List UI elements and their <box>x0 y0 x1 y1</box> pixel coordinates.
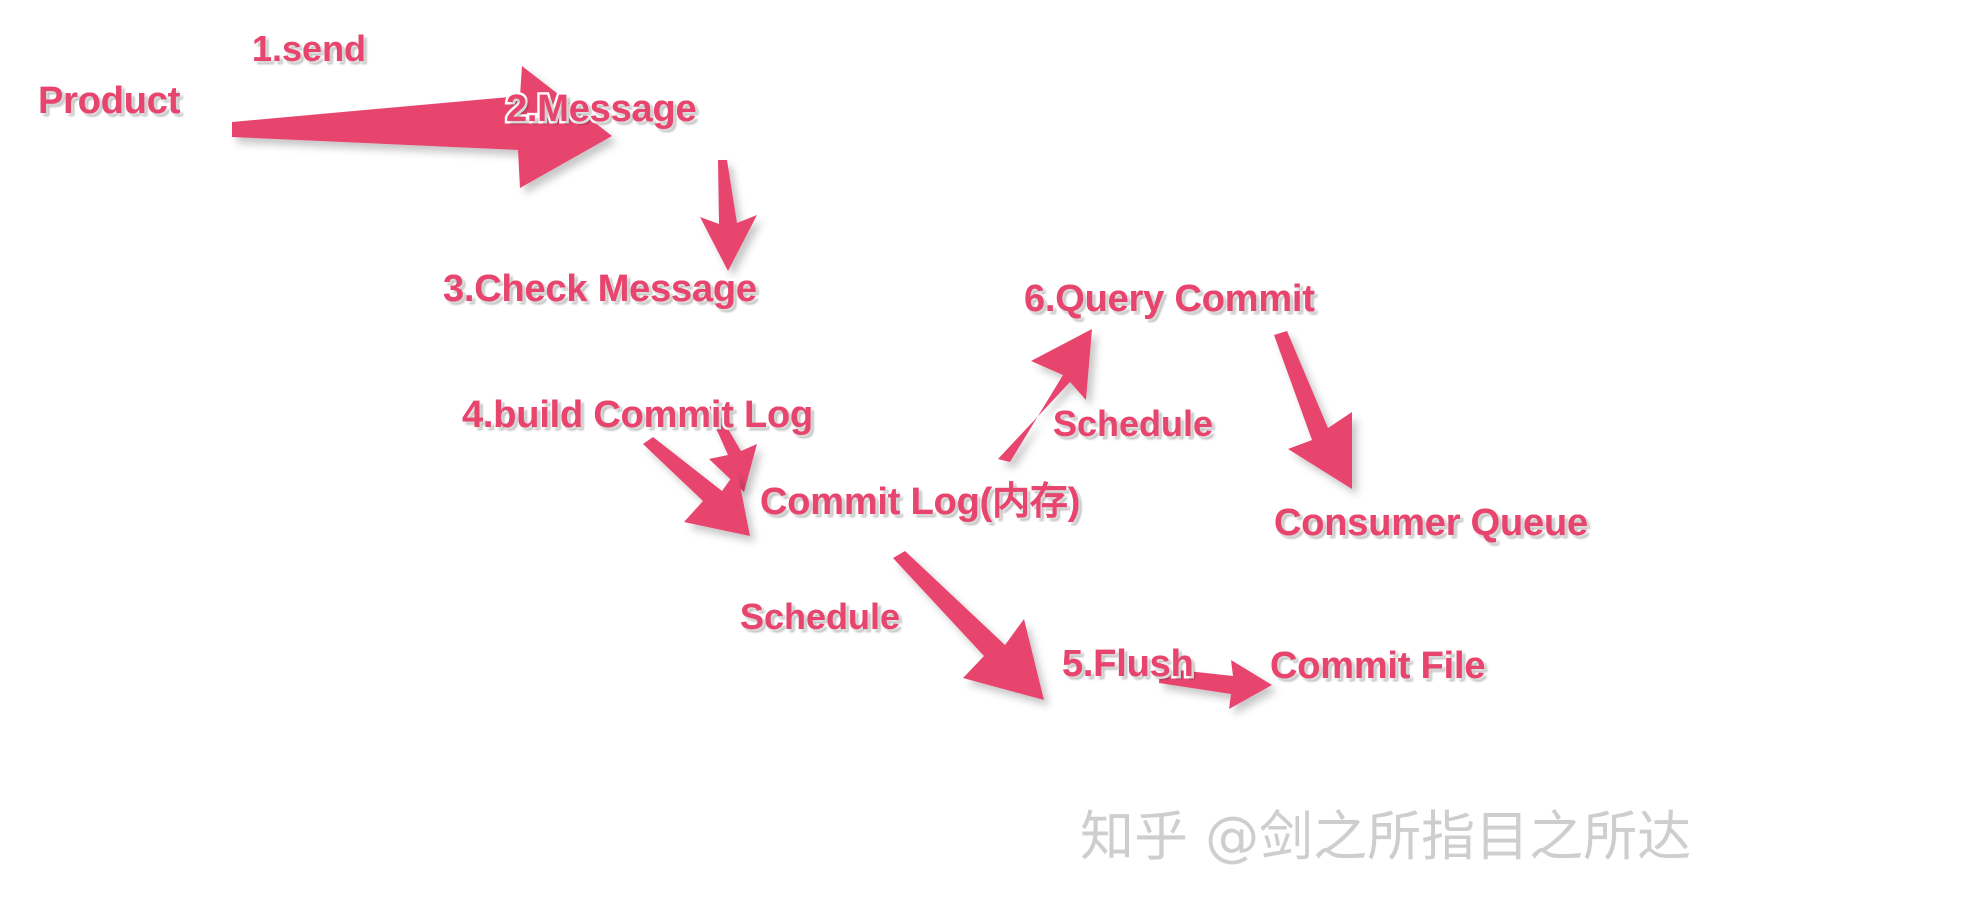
edge-label-schedule-query: Schedule <box>1050 403 1215 444</box>
edge-label-send: 1.send <box>249 28 368 69</box>
node-message: 2.Message <box>503 88 699 131</box>
node-product: Product <box>35 80 182 123</box>
edge-build-to-commitlog-arrow <box>643 437 750 536</box>
edge-querycommit-to-consumer-arrow <box>1274 331 1352 489</box>
node-commit-log-memory: Commit Log(内存) <box>757 481 1082 524</box>
edge-message-to-check-arrow <box>700 160 757 271</box>
node-flush: 5.Flush <box>1060 643 1197 686</box>
edge-label-schedule-flush: Schedule <box>737 596 902 637</box>
node-commit-file: Commit File <box>1267 645 1487 688</box>
edge-commitlog-to-flush-arrow <box>893 551 1044 700</box>
node-consumer-queue: Consumer Queue <box>1272 502 1591 545</box>
node-check-message: 3.Check Message <box>441 268 760 311</box>
node-query-commit: 6.Query Commit <box>1022 278 1318 321</box>
node-build-commit-log: 4.build Commit Log <box>459 394 815 437</box>
edge-commitlog-to-querycommit-arrow <box>998 329 1092 462</box>
